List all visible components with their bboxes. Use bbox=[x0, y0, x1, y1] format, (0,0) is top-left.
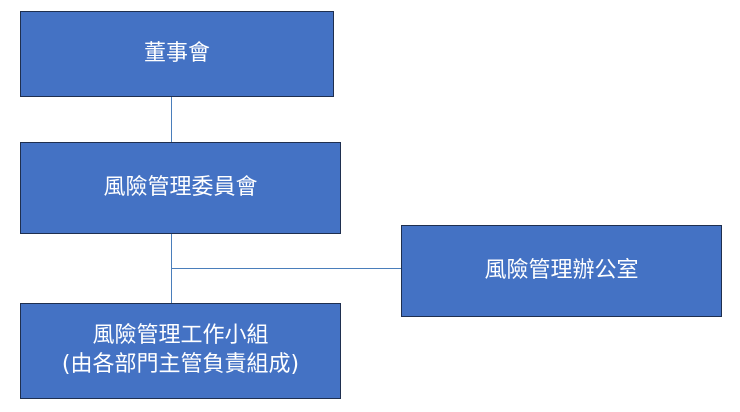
risk-working-group-label-line2: (由各部門主管負責組成) bbox=[61, 352, 300, 377]
risk-office-box: 風險管理辦公室 bbox=[401, 225, 722, 317]
connector-board-to-committee bbox=[171, 96, 172, 144]
risk-committee-box: 風險管理委員會 bbox=[20, 142, 341, 234]
risk-office-label: 風險管理辦公室 bbox=[484, 257, 639, 283]
risk-working-group-box: 風險管理工作小組 (由各部門主管負責組成) bbox=[20, 303, 341, 399]
connector-branch-to-office bbox=[171, 268, 402, 269]
connector-committee-to-working-group bbox=[171, 233, 172, 305]
board-box: 董事會 bbox=[20, 11, 334, 97]
risk-working-group-label-line1: 風險管理工作小組 bbox=[92, 323, 269, 349]
risk-committee-label: 風險管理委員會 bbox=[103, 174, 258, 200]
board-label: 董事會 bbox=[143, 40, 210, 66]
